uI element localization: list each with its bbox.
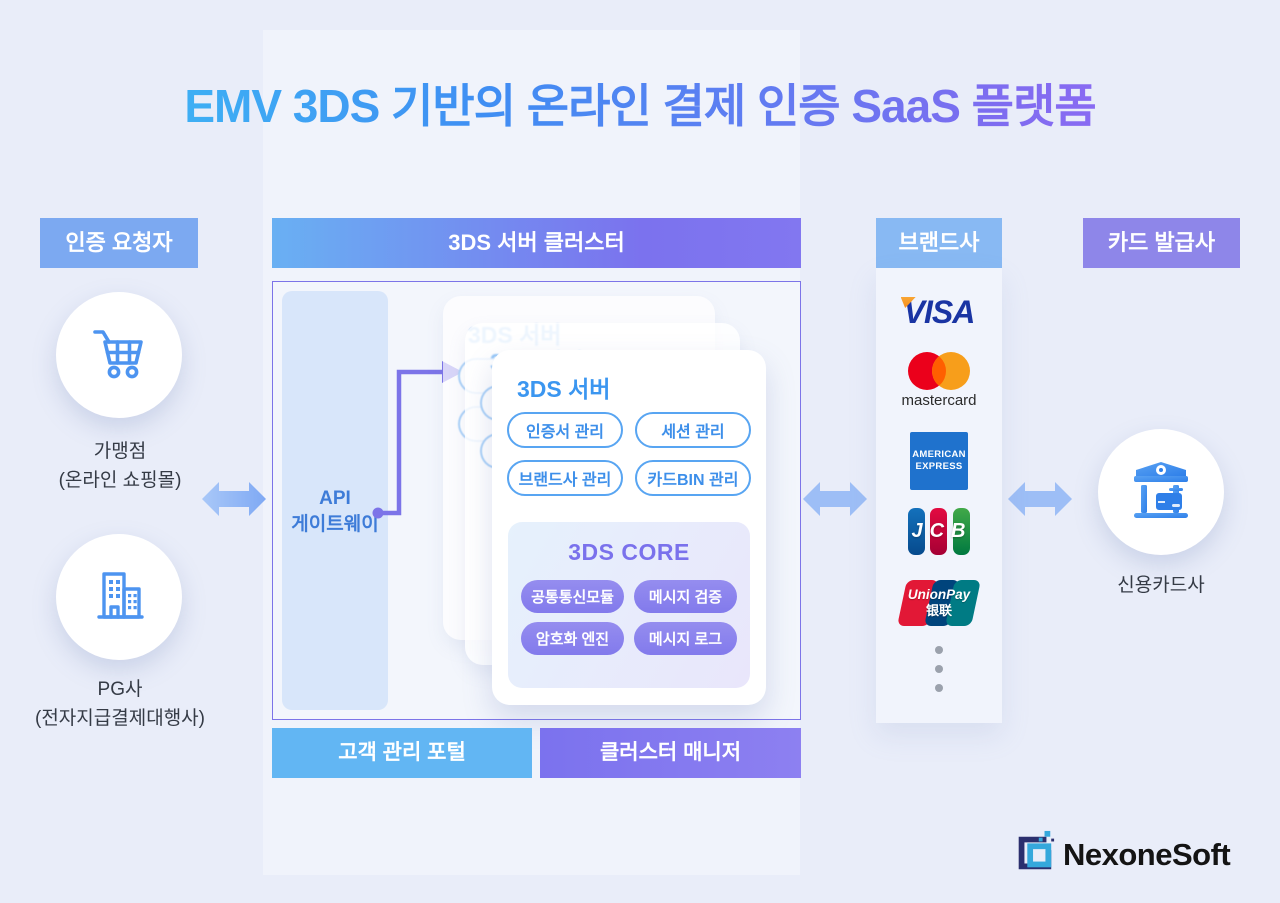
api-gateway-label: API 게이트웨이 [291, 488, 379, 535]
core-title: 3DS CORE [568, 539, 690, 565]
double-arrow-left [202, 482, 266, 516]
pill-message-log: 메시지 로그 [634, 622, 737, 655]
merchant-label: 가맹점 (온라인 쇼핑몰) [58, 441, 182, 491]
unionpay-logo: UnionPay 银联 [876, 580, 1002, 626]
server-card-title: 3DS 서버 [517, 376, 611, 402]
building-icon [89, 566, 149, 629]
nexonesoft-mark-icon [1012, 830, 1056, 879]
page-title: EMV 3DS 기반의 온라인 결제 인증 SaaS 플랫폼 [0, 70, 1280, 136]
amex-logo: AMERICAN EXPRESS [876, 432, 1002, 490]
api-gateway-block [282, 291, 388, 710]
3ds-core-box: 3DS CORE 공통통신모듈 메시지 검증 암호화 엔진 메시지 로그 [508, 522, 750, 688]
pill-session-management: 세션 관리 [635, 412, 751, 448]
visa-wedge [900, 297, 916, 308]
cart-icon [88, 324, 150, 387]
server-pill-grid: 인증서 관리 세션 관리 브랜드사 관리 카드BIN 관리 [507, 412, 751, 496]
pill-message-validation: 메시지 검증 [634, 580, 737, 613]
header-auth-requester: 인증 요청자 [40, 218, 198, 268]
core-pill-grid: 공통통신모듈 메시지 검증 암호화 엔진 메시지 로그 [521, 580, 737, 655]
mastercard-circles-icon [908, 352, 970, 390]
issuer-label: 신용카드사 [1117, 575, 1205, 596]
jcb-logo: JCB [876, 508, 1002, 555]
bank-icon [1128, 458, 1194, 527]
merchant-node [56, 292, 182, 418]
pill-common-comm-module: 공통통신모듈 [521, 580, 624, 613]
double-arrow-middle [803, 482, 867, 516]
server-card: 3DS 서버 인증서 관리 세션 관리 브랜드사 관리 카드BIN 관리 3DS… [492, 350, 766, 705]
more-brands-ellipsis [876, 646, 1002, 692]
pill-encryption-engine: 암호화 엔진 [521, 622, 624, 655]
pill-cert-management: 인증서 관리 [507, 412, 623, 448]
header-3ds-server-cluster: 3DS 서버 클러스터 [272, 218, 801, 268]
company-logo-text: NexoneSoft [1063, 836, 1231, 872]
brands-panel: VISA mastercard AMERICAN EXPRESS JCB [876, 268, 1002, 723]
double-arrow-right [1008, 482, 1072, 516]
header-card-issuer: 카드 발급사 [1083, 218, 1240, 268]
issuer-node [1098, 429, 1224, 555]
pg-node [56, 534, 182, 660]
mastercard-logo: mastercard [876, 352, 1002, 409]
pg-label: PG사 (전자지급결제대행사) [35, 679, 205, 729]
customer-portal-box: 고객 관리 포털 [272, 728, 532, 778]
cluster-manager-box: 클러스터 매니저 [540, 728, 801, 778]
visa-logo: VISA [876, 294, 1002, 331]
company-logo: NexoneSoft [1012, 830, 1231, 879]
header-card-brands: 브랜드사 [876, 218, 1002, 268]
pill-cardbin-management: 카드BIN 관리 [635, 460, 751, 496]
pill-brand-management: 브랜드사 관리 [507, 460, 623, 496]
